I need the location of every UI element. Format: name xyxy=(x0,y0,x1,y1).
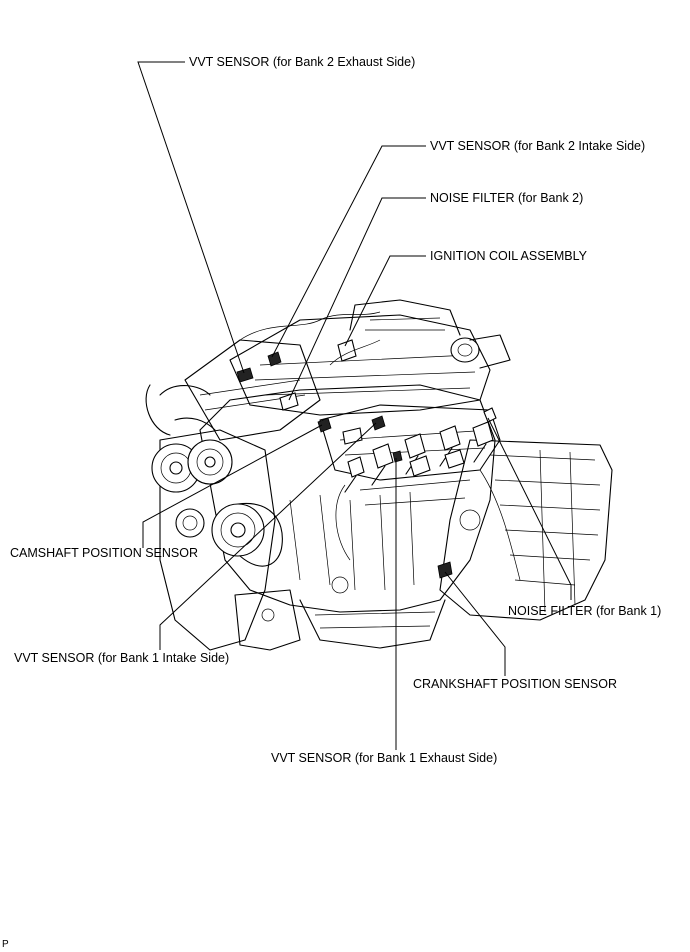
leader-vvt-b2-intake xyxy=(271,145,426,358)
label-ignition-coil-assembly: IGNITION COIL ASSEMBLY xyxy=(430,249,587,263)
leader-noise-filter-b2 xyxy=(288,197,426,401)
leader-camshaft xyxy=(142,424,323,548)
leader-noise-filter-b1 xyxy=(487,417,572,600)
ignition-coil-icons xyxy=(344,421,494,493)
label-noise-filter-bank2: NOISE FILTER (for Bank 2) xyxy=(430,191,584,205)
label-camshaft-position-sensor: CAMSHAFT POSITION SENSOR xyxy=(10,546,198,560)
label-crankshaft-position-sensor: CRANKSHAFT POSITION SENSOR xyxy=(413,677,617,691)
figure-code: P xyxy=(2,939,9,950)
engine-illustration xyxy=(145,299,613,651)
label-vvt-sensor-bank2-intake: VVT SENSOR (for Bank 2 Intake Side) xyxy=(430,139,646,153)
label-noise-filter-bank1: NOISE FILTER (for Bank 1) xyxy=(508,604,662,618)
leader-crankshaft xyxy=(444,571,506,676)
leader-vvt-b2-exhaust xyxy=(137,61,245,374)
label-vvt-sensor-bank1-exhaust: VVT SENSOR (for Bank 1 Exhaust Side) xyxy=(271,751,498,765)
label-vvt-sensor-bank1-intake: VVT SENSOR (for Bank 1 Intake Side) xyxy=(14,651,230,665)
label-vvt-sensor-bank2-exhaust: VVT SENSOR (for Bank 2 Exhaust Side) xyxy=(189,55,416,69)
leader-vvt-b1-intake xyxy=(159,422,377,650)
leader-ignition-coil xyxy=(344,255,426,347)
leader-lines xyxy=(137,61,572,750)
